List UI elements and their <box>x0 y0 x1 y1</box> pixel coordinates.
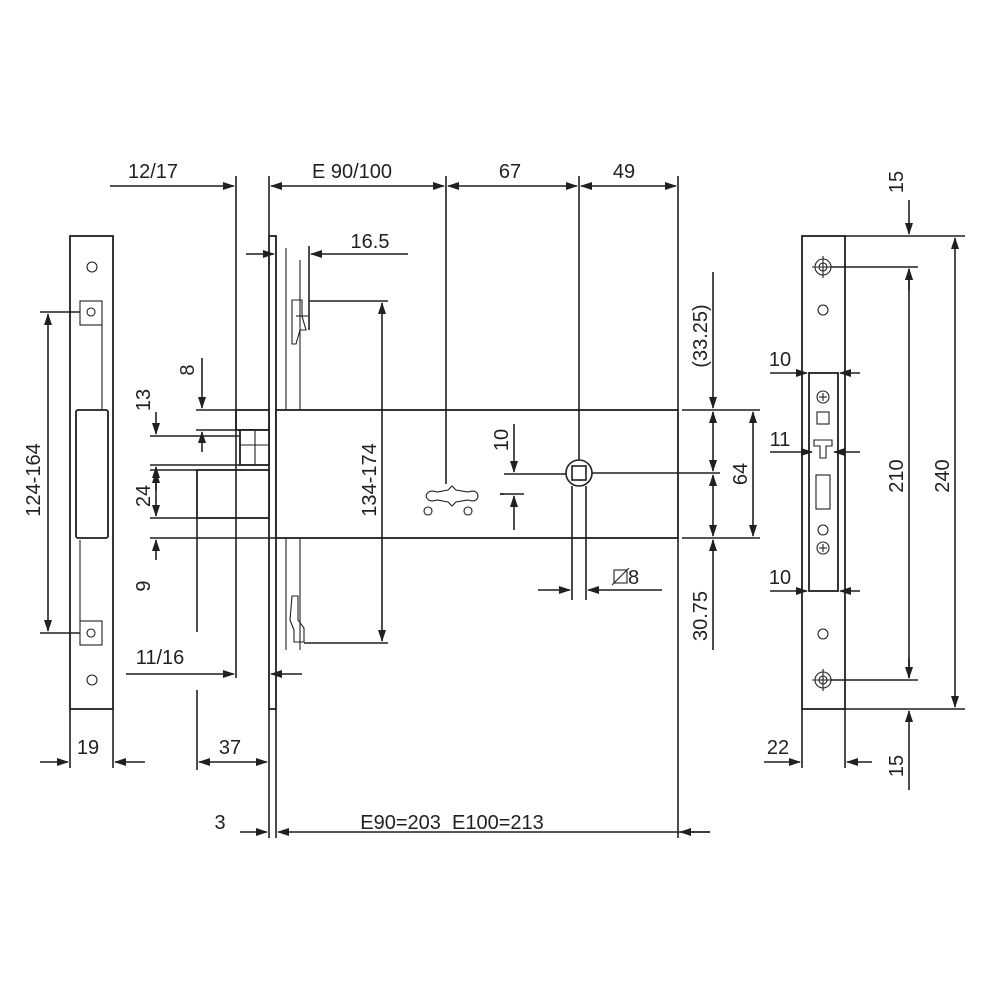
dim-label-10-cylinder: 10 <box>491 429 513 451</box>
dim-label-10-bottom: 10 <box>769 567 791 589</box>
deadbolt <box>196 469 270 519</box>
dim-label-134-174: 134-174 <box>359 443 381 516</box>
adjust-screw-top <box>86 307 96 317</box>
dim-label-11: 11 <box>770 429 791 451</box>
diameter-symbol-icon <box>611 567 630 586</box>
dim-label-19: 19 <box>77 737 99 759</box>
dim-label-210: 210 <box>886 459 908 492</box>
dim-label-13: 13 <box>133 389 155 411</box>
dim-label-10-top: 10 <box>769 349 791 371</box>
faceplate-front-view: 15 210 15 240 10 11 10 22 <box>764 171 965 790</box>
faceplate-hole <box>817 304 829 316</box>
square-spindle-icon <box>571 465 587 481</box>
inner-plate <box>808 372 839 592</box>
dim-label-15-bottom: 15 <box>886 755 908 777</box>
fixing-hole <box>463 506 473 516</box>
adjust-block-top <box>79 300 103 326</box>
strike-screw-hole-bottom <box>86 674 98 686</box>
dim-label-30-75: 30.75 <box>690 591 712 641</box>
dim-label-64: 64 <box>730 463 752 485</box>
bottom-hook <box>289 595 305 643</box>
deadbolt-opening <box>815 474 831 510</box>
fixing-hole <box>423 506 433 516</box>
dim-label-16-5: 16.5 <box>351 231 390 253</box>
dim-label-square-8: 8 <box>628 567 639 589</box>
dim-label-24: 24 <box>133 485 155 507</box>
dim-label-33-25: (33.25) <box>690 304 712 367</box>
center-dimensions: 12/17 E 90/100 67 49 16.5 134-174 8 13 <box>110 161 760 838</box>
dim-label-total: E90=203 E100=213 <box>360 812 544 834</box>
dim-label-49: 49 <box>613 161 635 183</box>
dim-label-3: 3 <box>214 812 225 834</box>
dim-label-22: 22 <box>767 737 789 759</box>
strike-opening <box>75 409 109 539</box>
dim-label-240: 240 <box>932 459 954 492</box>
spindle-opening <box>816 411 830 425</box>
strike-screw-hole-top <box>86 261 98 273</box>
lock-case <box>275 409 679 539</box>
faceplate-hole <box>817 524 829 536</box>
dim-label-67: 67 <box>499 161 521 183</box>
phillips-screw-icon <box>816 390 830 404</box>
phillips-screw-icon <box>816 541 830 555</box>
lock-body-view <box>196 235 679 710</box>
latch-bolt <box>235 409 270 431</box>
top-hook <box>291 299 307 345</box>
faceplate-hole <box>817 628 829 640</box>
dim-label-9: 9 <box>133 580 155 591</box>
faceplate <box>268 235 277 710</box>
dim-label-15-top: 15 <box>886 171 908 193</box>
strike-plate-view: 124-164 19 <box>23 235 145 768</box>
dim-label-124-164: 124-164 <box>23 443 45 516</box>
latch-opening <box>813 439 833 459</box>
dim-label-11-16: 11/16 <box>136 647 185 669</box>
dim-label-37: 37 <box>219 737 241 759</box>
adjust-screw-bottom <box>86 628 96 638</box>
dim-label-12-17: 12/17 <box>128 161 178 183</box>
dim-label-e-90-100: E 90/100 <box>312 161 392 183</box>
cylinder-hole <box>425 485 479 507</box>
dim-label-8: 8 <box>177 364 199 375</box>
